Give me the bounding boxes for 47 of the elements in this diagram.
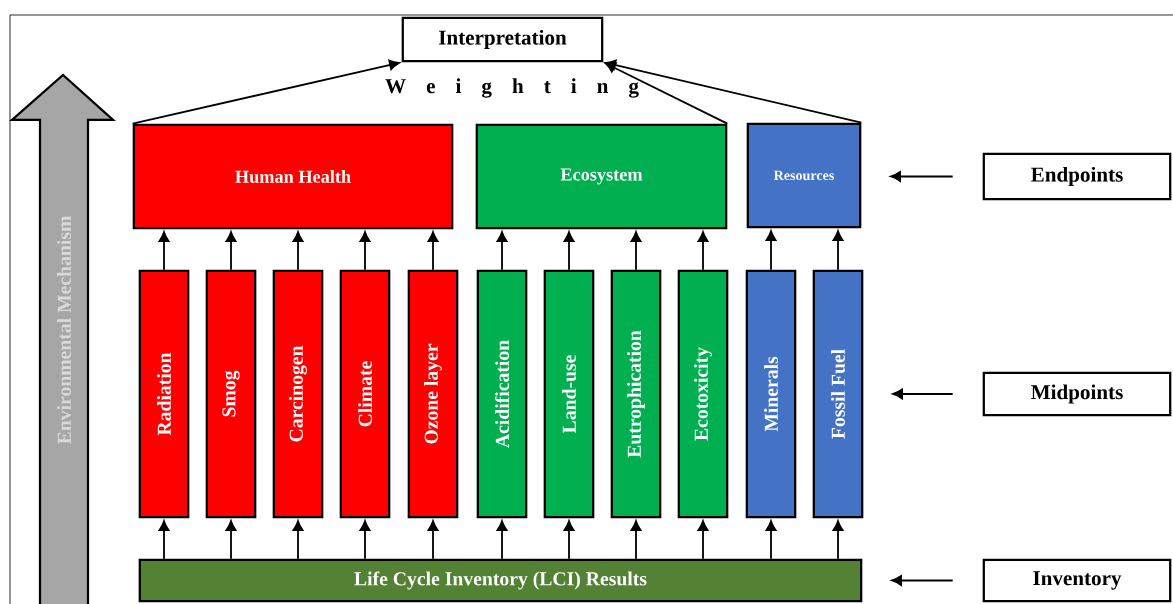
midpoint-box: Eutrophication xyxy=(610,269,662,519)
arrow xyxy=(605,59,863,124)
arrow xyxy=(765,520,777,560)
arrow xyxy=(225,231,237,271)
midpoint-box: Ecotoxicity xyxy=(677,269,729,519)
arrow xyxy=(630,520,642,560)
arrow xyxy=(890,171,954,182)
endpoint-box: Resources xyxy=(746,122,862,229)
arrow xyxy=(427,231,439,271)
arrow xyxy=(563,231,575,271)
interpretation-box: Interpretation xyxy=(401,16,604,63)
arrow xyxy=(832,520,844,560)
midpoint-box: Fossil Fuel xyxy=(812,269,864,519)
arrow xyxy=(697,231,709,271)
arrow xyxy=(427,520,439,560)
arrow xyxy=(225,520,237,560)
arrow xyxy=(697,520,709,560)
arrow xyxy=(832,230,844,271)
level-box: Inventory xyxy=(982,558,1172,603)
midpoint-box: Smog xyxy=(205,269,257,519)
midpoint-box: Ozone layer xyxy=(407,269,459,519)
arrow xyxy=(563,520,575,560)
arrow xyxy=(892,388,954,400)
arrow xyxy=(158,231,170,271)
level-box: Midpoints xyxy=(982,371,1172,417)
arrow xyxy=(292,231,304,271)
midpoint-box: Climate xyxy=(339,269,391,519)
midpoint-box: Acidification xyxy=(476,269,528,519)
endpoint-box: Ecosystem xyxy=(475,123,728,230)
arrow xyxy=(630,231,642,271)
midpoint-box: Minerals xyxy=(745,269,797,519)
arrow xyxy=(131,59,400,125)
arrow xyxy=(891,575,954,586)
weighting-label: W e i g h t i n g xyxy=(385,78,639,98)
inventory-bar: Life Cycle Inventory (LCI) Results xyxy=(138,558,863,603)
arrow xyxy=(158,520,170,560)
level-box: Endpoints xyxy=(982,152,1172,201)
midpoint-box: Radiation xyxy=(138,269,190,519)
arrow xyxy=(496,231,508,271)
midpoint-box: Land-use xyxy=(543,269,595,519)
arrow xyxy=(765,230,777,271)
arrow xyxy=(359,520,371,560)
arrow xyxy=(359,231,371,271)
arrow xyxy=(496,520,508,560)
endpoint-box: Human Health xyxy=(132,123,454,230)
midpoint-box: Carcinogen xyxy=(272,269,324,519)
arrow xyxy=(292,520,304,560)
